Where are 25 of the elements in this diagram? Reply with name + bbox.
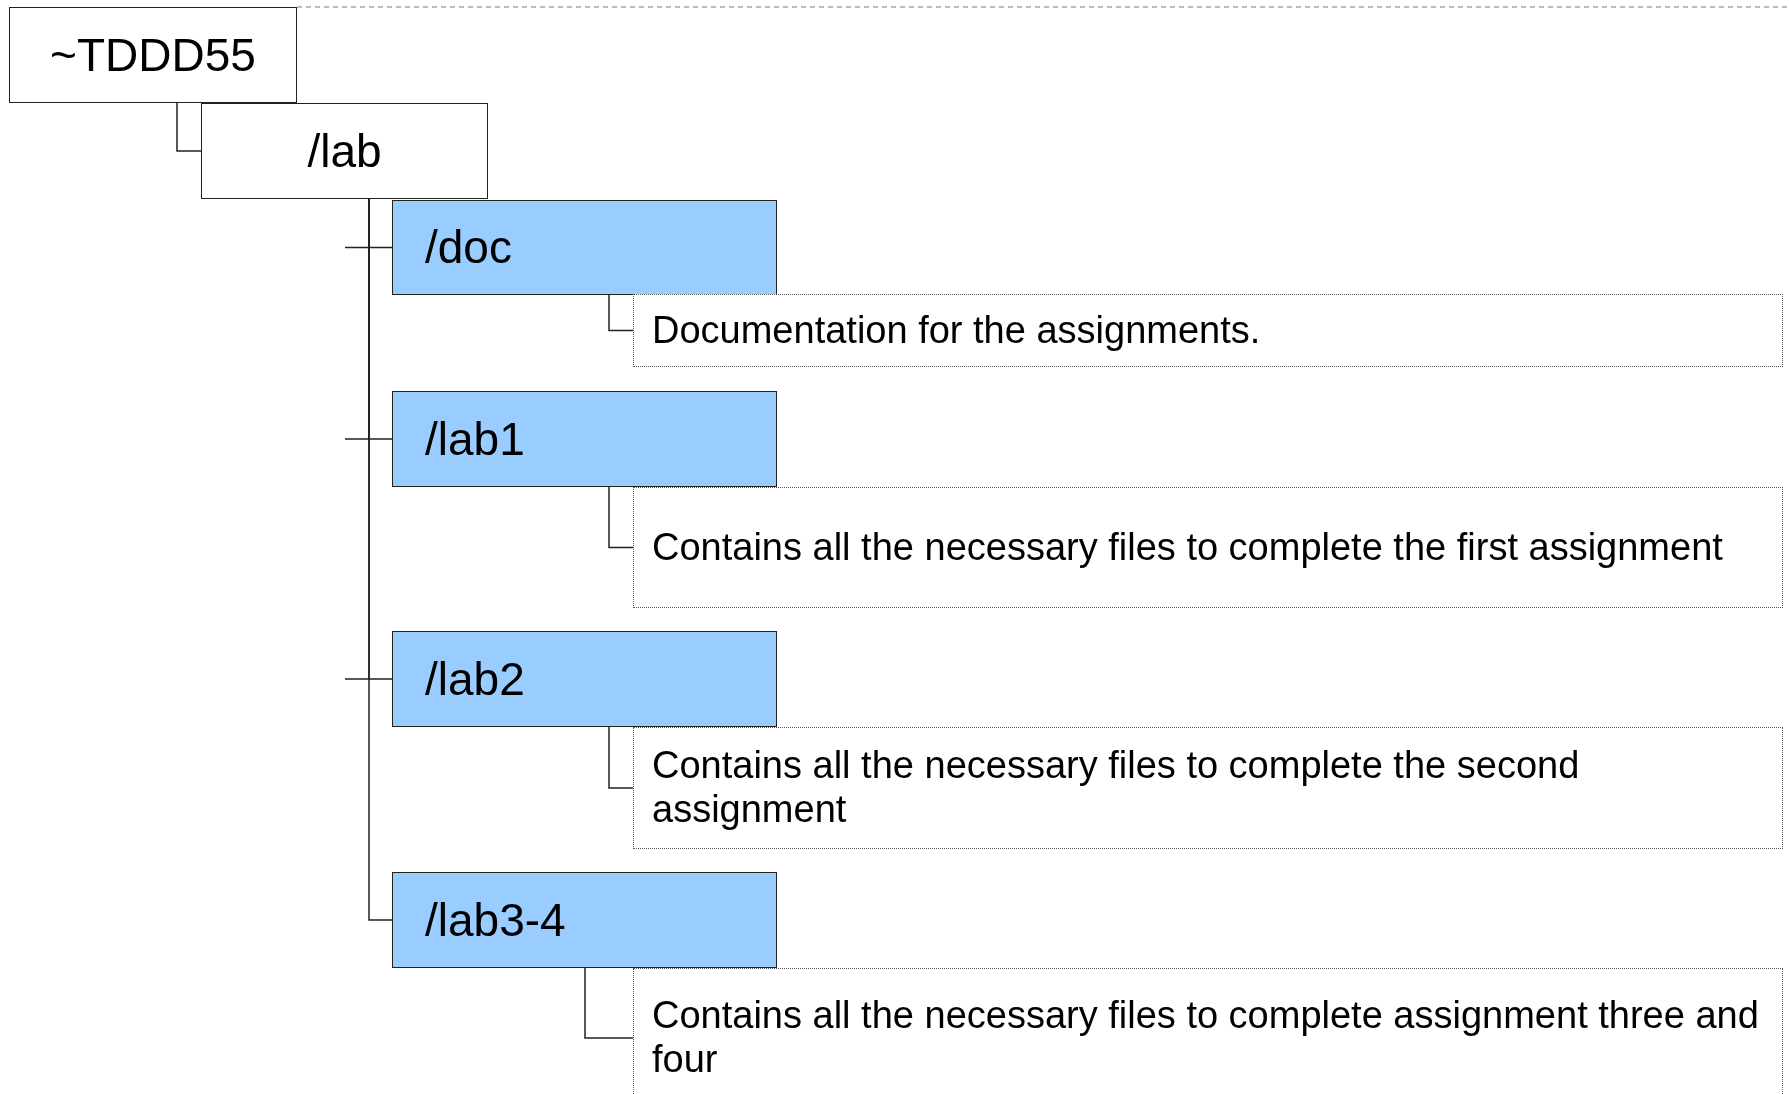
description-text: Contains all the necessary files to complete the first assignment (652, 525, 1723, 570)
connector-line (608, 294, 634, 332)
directory-box (9, 7, 297, 103)
folder-box (392, 631, 777, 727)
directory-box (201, 103, 488, 199)
connector-line (608, 486, 634, 549)
directory-name: /doc (425, 221, 512, 274)
connector-line (608, 726, 634, 789)
connector-line (176, 102, 202, 152)
directory-name: /lab (307, 124, 382, 178)
directory-name: /lab2 (425, 652, 525, 706)
description-text: Contains all the necessary files to complete the second assignment (652, 744, 1581, 832)
description-box (633, 968, 1783, 1094)
description-box (633, 727, 1783, 849)
directory-name: /lab1 (425, 412, 525, 466)
directory-name: ~TDDD55 (50, 28, 256, 82)
connector-line (584, 967, 634, 1039)
description-text: Contains all the necessary files to complete assignment three and four (652, 994, 1760, 1082)
description-box (633, 294, 1783, 367)
folder-box (392, 391, 777, 487)
directory-name: /lab3-4 (425, 893, 566, 947)
description-text: Documentation for the assignments. (652, 308, 1261, 353)
folder-box (392, 872, 777, 968)
folder-box (392, 200, 777, 295)
description-box (633, 487, 1783, 608)
